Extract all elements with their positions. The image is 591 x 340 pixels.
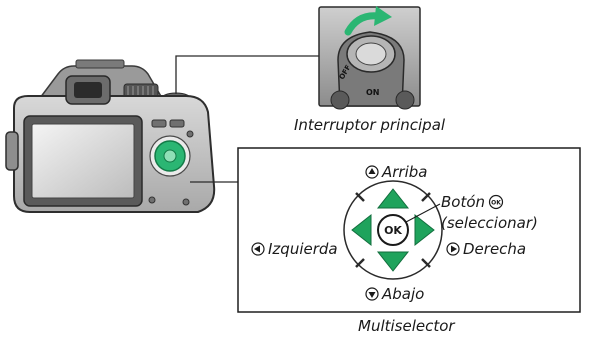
label-up: Arriba (365, 163, 427, 181)
ok-button-glyph: OK (384, 224, 402, 237)
label-up-text: Arriba (381, 163, 427, 181)
lcd-monitor (23, 115, 143, 207)
arrow-up-icon (376, 188, 410, 209)
power-switch-inset: OFF ON (318, 6, 421, 110)
label-down: Abajo (365, 285, 424, 303)
label-left: Izquierda (251, 240, 338, 258)
multiselector-caption: Multiselector (358, 317, 455, 335)
switch-on-label: ON (366, 88, 380, 97)
label-ok-line2: (seleccionar) (441, 214, 538, 232)
label-left-text: Izquierda (268, 240, 338, 258)
label-right: Derecha (446, 240, 526, 258)
multiselector-dial: OK (343, 180, 443, 280)
power-switch-leader (175, 55, 319, 94)
label-ok-button: Botón OK (seleccionar) (441, 193, 538, 232)
mode-dial (123, 83, 159, 99)
label-ok-line1: Botón (441, 193, 485, 211)
viewfinder (65, 75, 111, 105)
label-down-text: Abajo (381, 285, 424, 303)
arrow-left-icon (351, 213, 372, 247)
camera-multiselector-highlight (149, 135, 191, 177)
ok-button: OK (377, 214, 409, 246)
arrow-right-icon (414, 213, 435, 247)
rotate-arrow-icon (344, 12, 382, 36)
power-switch-caption: Interruptor principal (294, 116, 446, 134)
ok-indicator-glyph: OK (491, 200, 501, 207)
ok-indicator-icon (488, 194, 504, 210)
camera-illustration (5, 59, 216, 213)
arrow-down-icon (376, 251, 410, 272)
label-right-text: Derecha (463, 240, 526, 258)
